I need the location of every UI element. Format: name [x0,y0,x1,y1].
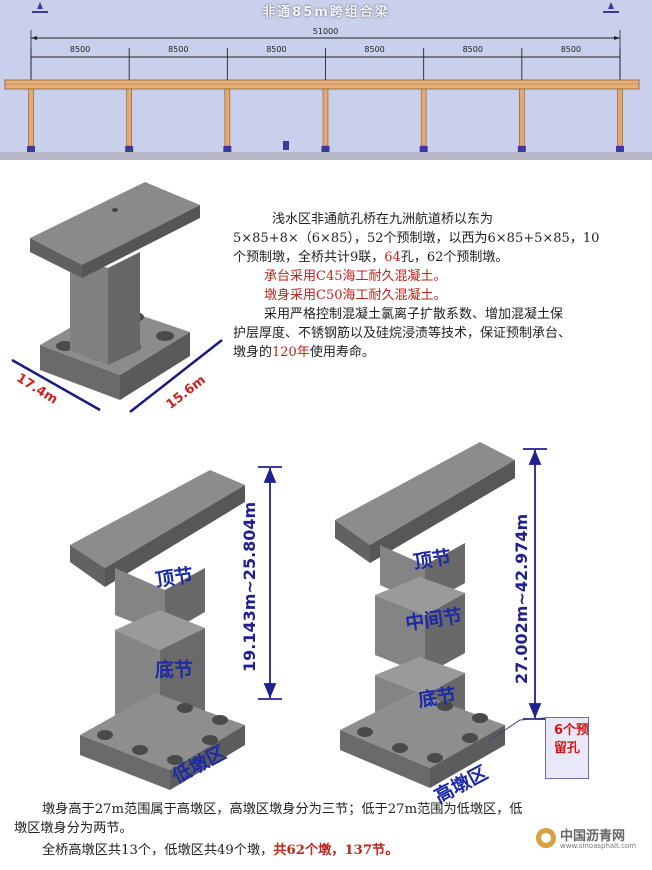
end-marker-left [32,2,48,13]
elevation-pier [126,88,132,147]
desc-line-3: 个预制墩，全桥共计9联，64孔，62个预制墩。 [233,250,509,265]
low-bottom-segment-label: 底节 [155,659,194,681]
elevation-pier-footing [616,146,624,152]
holes-callout-box [545,717,589,779]
low-pier-illustration [70,466,282,790]
bridge-deck [4,79,640,90]
desc-line-4: 承台采用C45海工耐久混凝土。 [264,269,447,284]
high-top-segment-label: 顶节 [411,546,453,574]
high-pier-illustration [335,442,547,788]
high-bottom-segment-label: 底节 [416,684,458,712]
desc-line-6: 采用严格控制混凝土氯离子扩散系数、增加混凝土保 [264,307,564,322]
watermark-url: www.sinoasphalt.com [560,842,637,850]
elevation-pier-footing [321,146,330,152]
watermark-logo-icon [536,828,556,848]
span-label: 8500 [69,45,91,54]
pier-3d-illustration [11,182,223,413]
desc-line-7: 护层厚度、不锈钢筋以及硅烷浸渍等技术，保证预制承台、 [233,326,572,341]
desc-line-1: 浅水区非通航孔桥在九洲航道桥以东为 [272,212,494,227]
span-label: 8500 [462,45,483,54]
bottom-line-1: 墩身高于27m范围属于高墩区，高墩区墩身分为三节；低于27m范围为低墩区，低 [42,802,523,817]
elevation-drawing [0,2,652,160]
desc-line-2: 5×85+8×（6×85），52个预制墩，以西为6×85+5×85，10 [233,231,600,246]
bottom-line-3: 全桥高墩区共13个，低墩区共49个墩，共62个墩，137节。 [42,843,399,858]
span-label: 8500 [266,45,287,54]
total-span-label: 51000 [312,27,339,36]
elevation-pier-footing [419,146,428,152]
elevation-pier [519,88,525,147]
elevation-pier-footing [517,146,526,152]
low-top-segment-label: 顶节 [153,564,195,592]
desc-line-5: 墩身采用C50海工耐久混凝土。 [264,288,447,303]
elevation-pier [224,88,231,147]
elevation-pier [420,88,427,147]
center-marker [283,141,289,150]
span-label: 8500 [364,45,385,54]
high-height-label: 27.002m~42.974m [512,513,531,684]
holes-callout-text: 6个预留孔 [554,723,590,756]
elevation-pier [617,88,623,147]
elevation-pier [28,88,34,147]
span-label: 8500 [560,45,582,54]
elevation-pier-footing [125,146,134,152]
watermark-name: 中国沥青网 [560,829,626,844]
elevation-title: 非通85m跨组合梁 [262,5,390,20]
span-label: 8500 [168,45,189,54]
bottom-line-2: 墩区墩身分为两节。 [14,821,133,836]
desc-line-8: 墩身的120年使用寿命。 [233,345,375,360]
low-height-label: 19.143m~25.804m [240,501,259,672]
elevation-pier-footing [223,146,232,152]
end-marker-right [603,2,619,13]
elevation-pier-footing [27,146,35,152]
elevation-pier [322,88,329,147]
